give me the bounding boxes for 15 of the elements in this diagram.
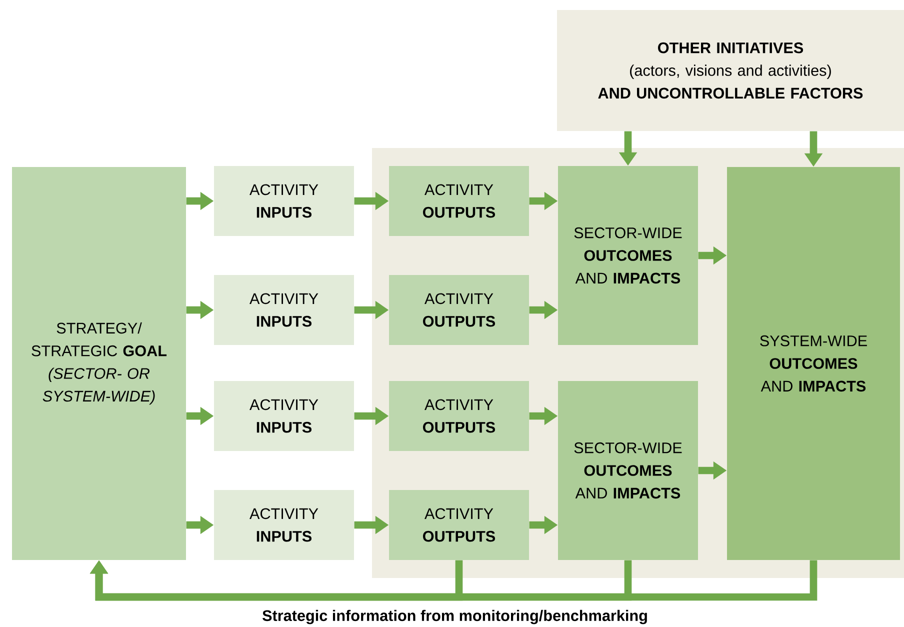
process-box: ACTIVITY OUTPUTS bbox=[389, 275, 529, 345]
info-box: OTHER INITIATIVES (actors, visions and activities) AND UNCONTROLLABLE FACTORS bbox=[557, 10, 904, 131]
process-box: ACTIVITY INPUTS bbox=[214, 381, 354, 451]
process-box: ACTIVITY OUTPUTS bbox=[389, 381, 529, 451]
process-box: ACTIVITY OUTPUTS bbox=[389, 490, 529, 560]
process-box: ACTIVITY INPUTS bbox=[214, 275, 354, 345]
process-box: STRATEGY/ STRATEGIC GOAL (SECTOR- OR SYSTEM-WIDE) bbox=[12, 167, 186, 560]
process-box: ACTIVITY INPUTS bbox=[214, 166, 354, 236]
arrow bbox=[90, 560, 818, 601]
process-box: SYSTEM-WIDE OUTCOMES AND IMPACTS bbox=[727, 167, 900, 560]
process-box: ACTIVITY INPUTS bbox=[214, 490, 354, 560]
process-box: SECTOR-WIDE OUTCOMES AND IMPACTS bbox=[558, 166, 698, 345]
process-box: SECTOR-WIDE OUTCOMES AND IMPACTS bbox=[558, 381, 698, 560]
process-box: ACTIVITY OUTPUTS bbox=[389, 166, 529, 236]
edge-label: Strategic information from monitoring/benchmarking bbox=[262, 610, 647, 624]
